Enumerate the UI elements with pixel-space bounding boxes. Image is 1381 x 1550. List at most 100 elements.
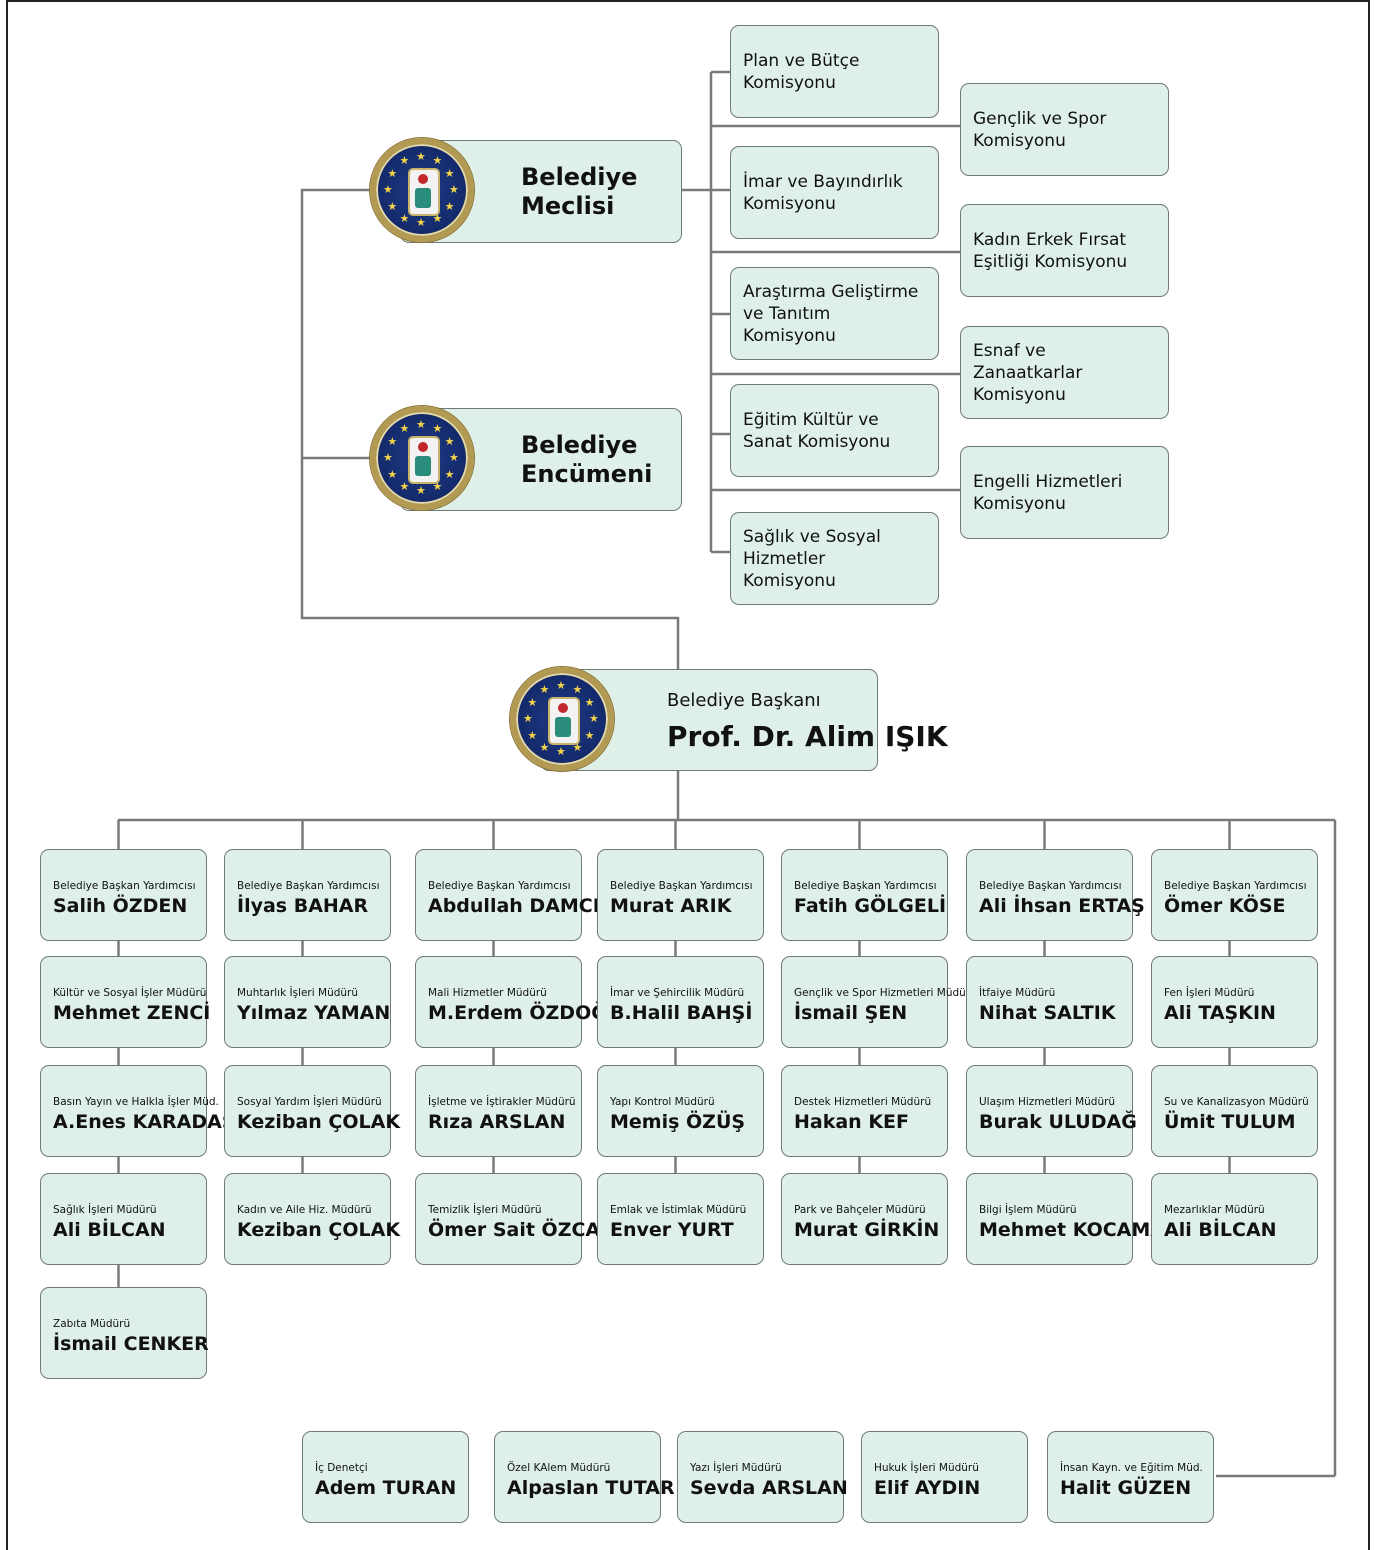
person-name: Hakan KEF [794, 1111, 910, 1133]
star-icon: ★ [527, 695, 538, 709]
star-icon: ★ [399, 211, 410, 225]
commission-label: Esnaf ve Zanaatkarlar Komisyonu [973, 340, 1083, 405]
person-name: Ömer KÖSE [1164, 895, 1286, 917]
person-name: Murat ARIK [610, 895, 732, 917]
star-icon: ★ [432, 479, 443, 493]
commission-label: Gençlik ve Spor Komisyonu [973, 108, 1107, 151]
position-title: Belediye Başkan Yardımcısı [237, 880, 380, 892]
commission-box: Araştırma Geliştirme ve Tanıtım Komisyon… [730, 267, 939, 360]
person-name: İsmail ŞEN [794, 1002, 908, 1024]
municipality-seal-icon: ★★★★★★★★★★★★ [370, 406, 474, 510]
commission-box: İmar ve Bayındırlık Komisyonu [730, 146, 939, 239]
person-name: Murat GİRKİN [794, 1219, 940, 1241]
position-title: Yazı İşleri Müdürü [690, 1462, 782, 1474]
person-name: A.Enes KARADAŞ [53, 1111, 236, 1133]
commission-label: Sağlık ve Sosyal Hizmetler Komisyonu [743, 526, 881, 591]
position-title: Mezarlıklar Müdürü [1164, 1204, 1265, 1216]
position-title: Sosyal Yardım İşleri Müdürü [237, 1096, 382, 1108]
star-icon: ★ [416, 484, 426, 497]
star-icon: ★ [449, 451, 459, 464]
star-icon: ★ [539, 683, 550, 697]
person-name: Ali BİLCAN [1164, 1219, 1277, 1241]
person-name: İsmail CENKER [53, 1333, 209, 1355]
commission-box: Kadın Erkek Fırsat Eşitliği Komisyonu [960, 204, 1169, 297]
commission-label: İmar ve Bayındırlık Komisyonu [743, 171, 903, 214]
municipality-seal-icon: ★★★★★★★★★★★★ [370, 138, 474, 242]
position-title: Sağlık İşleri Müdürü [53, 1204, 157, 1216]
commission-label: Kadın Erkek Fırsat Eşitliği Komisyonu [973, 229, 1128, 272]
person-name: Abdullah DAMCI [428, 895, 600, 917]
position-title: İmar ve Şehircilik Müdürü [610, 987, 745, 999]
commission-box: Plan ve Bütçe Komisyonu [730, 25, 939, 118]
star-icon: ★ [383, 451, 393, 464]
person-name: Ali TAŞKIN [1164, 1002, 1276, 1024]
commission-box: Gençlik ve Spor Komisyonu [960, 83, 1169, 176]
person-name: Nihat SALTIK [979, 1002, 1116, 1024]
person-name: Ali BİLCAN [53, 1219, 166, 1241]
person-name: Ali İhsan ERTAŞ [979, 895, 1145, 917]
mayor-title: Belediye Başkanı [667, 690, 821, 711]
position-title: Belediye Başkan Yardımcısı [610, 880, 753, 892]
position-title: Fen İşleri Müdürü [1164, 987, 1255, 999]
star-icon: ★ [416, 418, 426, 431]
commission-label: Engelli Hizmetleri Komisyonu [973, 471, 1123, 514]
position-title: İç Denetçi [315, 1462, 368, 1474]
municipality-seal-icon: ★★★★★★★★★★★★ [510, 667, 614, 771]
star-icon: ★ [387, 199, 398, 213]
person-box: İnsan Kayn. ve Eğitim Müd. Halit GÜZEN [1047, 1431, 1214, 1523]
position-title: Muhtarlık İşleri Müdürü [237, 987, 359, 999]
star-icon: ★ [444, 166, 455, 180]
person-name: Mehmet KOCAMAN [979, 1219, 1181, 1241]
person-name: Enver YURT [610, 1219, 734, 1241]
star-icon: ★ [387, 467, 398, 481]
person-name: Ömer Sait ÖZCAN [428, 1219, 617, 1241]
star-icon: ★ [556, 679, 566, 692]
position-title: İnsan Kayn. ve Eğitim Müd. [1060, 1462, 1203, 1474]
person-name: Ümit TULUM [1164, 1111, 1296, 1133]
person-name: Alpaslan TUTAR [507, 1477, 675, 1499]
person-name: İlyas BAHAR [237, 895, 369, 917]
position-title: Özel KAlem Müdürü [507, 1462, 611, 1474]
star-icon: ★ [399, 479, 410, 493]
person-name: M.Erdem ÖZDOĞAN [428, 1002, 638, 1024]
star-icon: ★ [432, 154, 443, 168]
person-name: Halit GÜZEN [1060, 1477, 1192, 1499]
position-title: Temizlik İşleri Müdürü [428, 1204, 542, 1216]
position-title: İtfaiye Müdürü [979, 987, 1056, 999]
person-name: Keziban ÇOLAK [237, 1111, 401, 1133]
star-icon: ★ [584, 728, 595, 742]
star-icon: ★ [444, 467, 455, 481]
position-title: Belediye Başkan Yardımcısı [53, 880, 196, 892]
commission-box: Engelli Hizmetleri Komisyonu [960, 446, 1169, 539]
commission-box: Esnaf ve Zanaatkarlar Komisyonu [960, 326, 1169, 419]
star-icon: ★ [416, 216, 426, 229]
person-name: Memiş ÖZÜŞ [610, 1111, 746, 1133]
committee-name: Belediye Encümeni [521, 430, 653, 488]
position-title: Destek Hizmetleri Müdürü [794, 1096, 932, 1108]
person-name: Salih ÖZDEN [53, 895, 188, 917]
star-icon: ★ [416, 150, 426, 163]
star-icon: ★ [432, 211, 443, 225]
person-name: B.Halil BAHŞİ [610, 1002, 753, 1024]
person-name: Rıza ARSLAN [428, 1111, 566, 1133]
council-name: Belediye Meclisi [521, 162, 638, 220]
person-name: Sevda ARSLAN [690, 1477, 848, 1499]
person-name: Burak ULUDAĞ [979, 1111, 1137, 1133]
